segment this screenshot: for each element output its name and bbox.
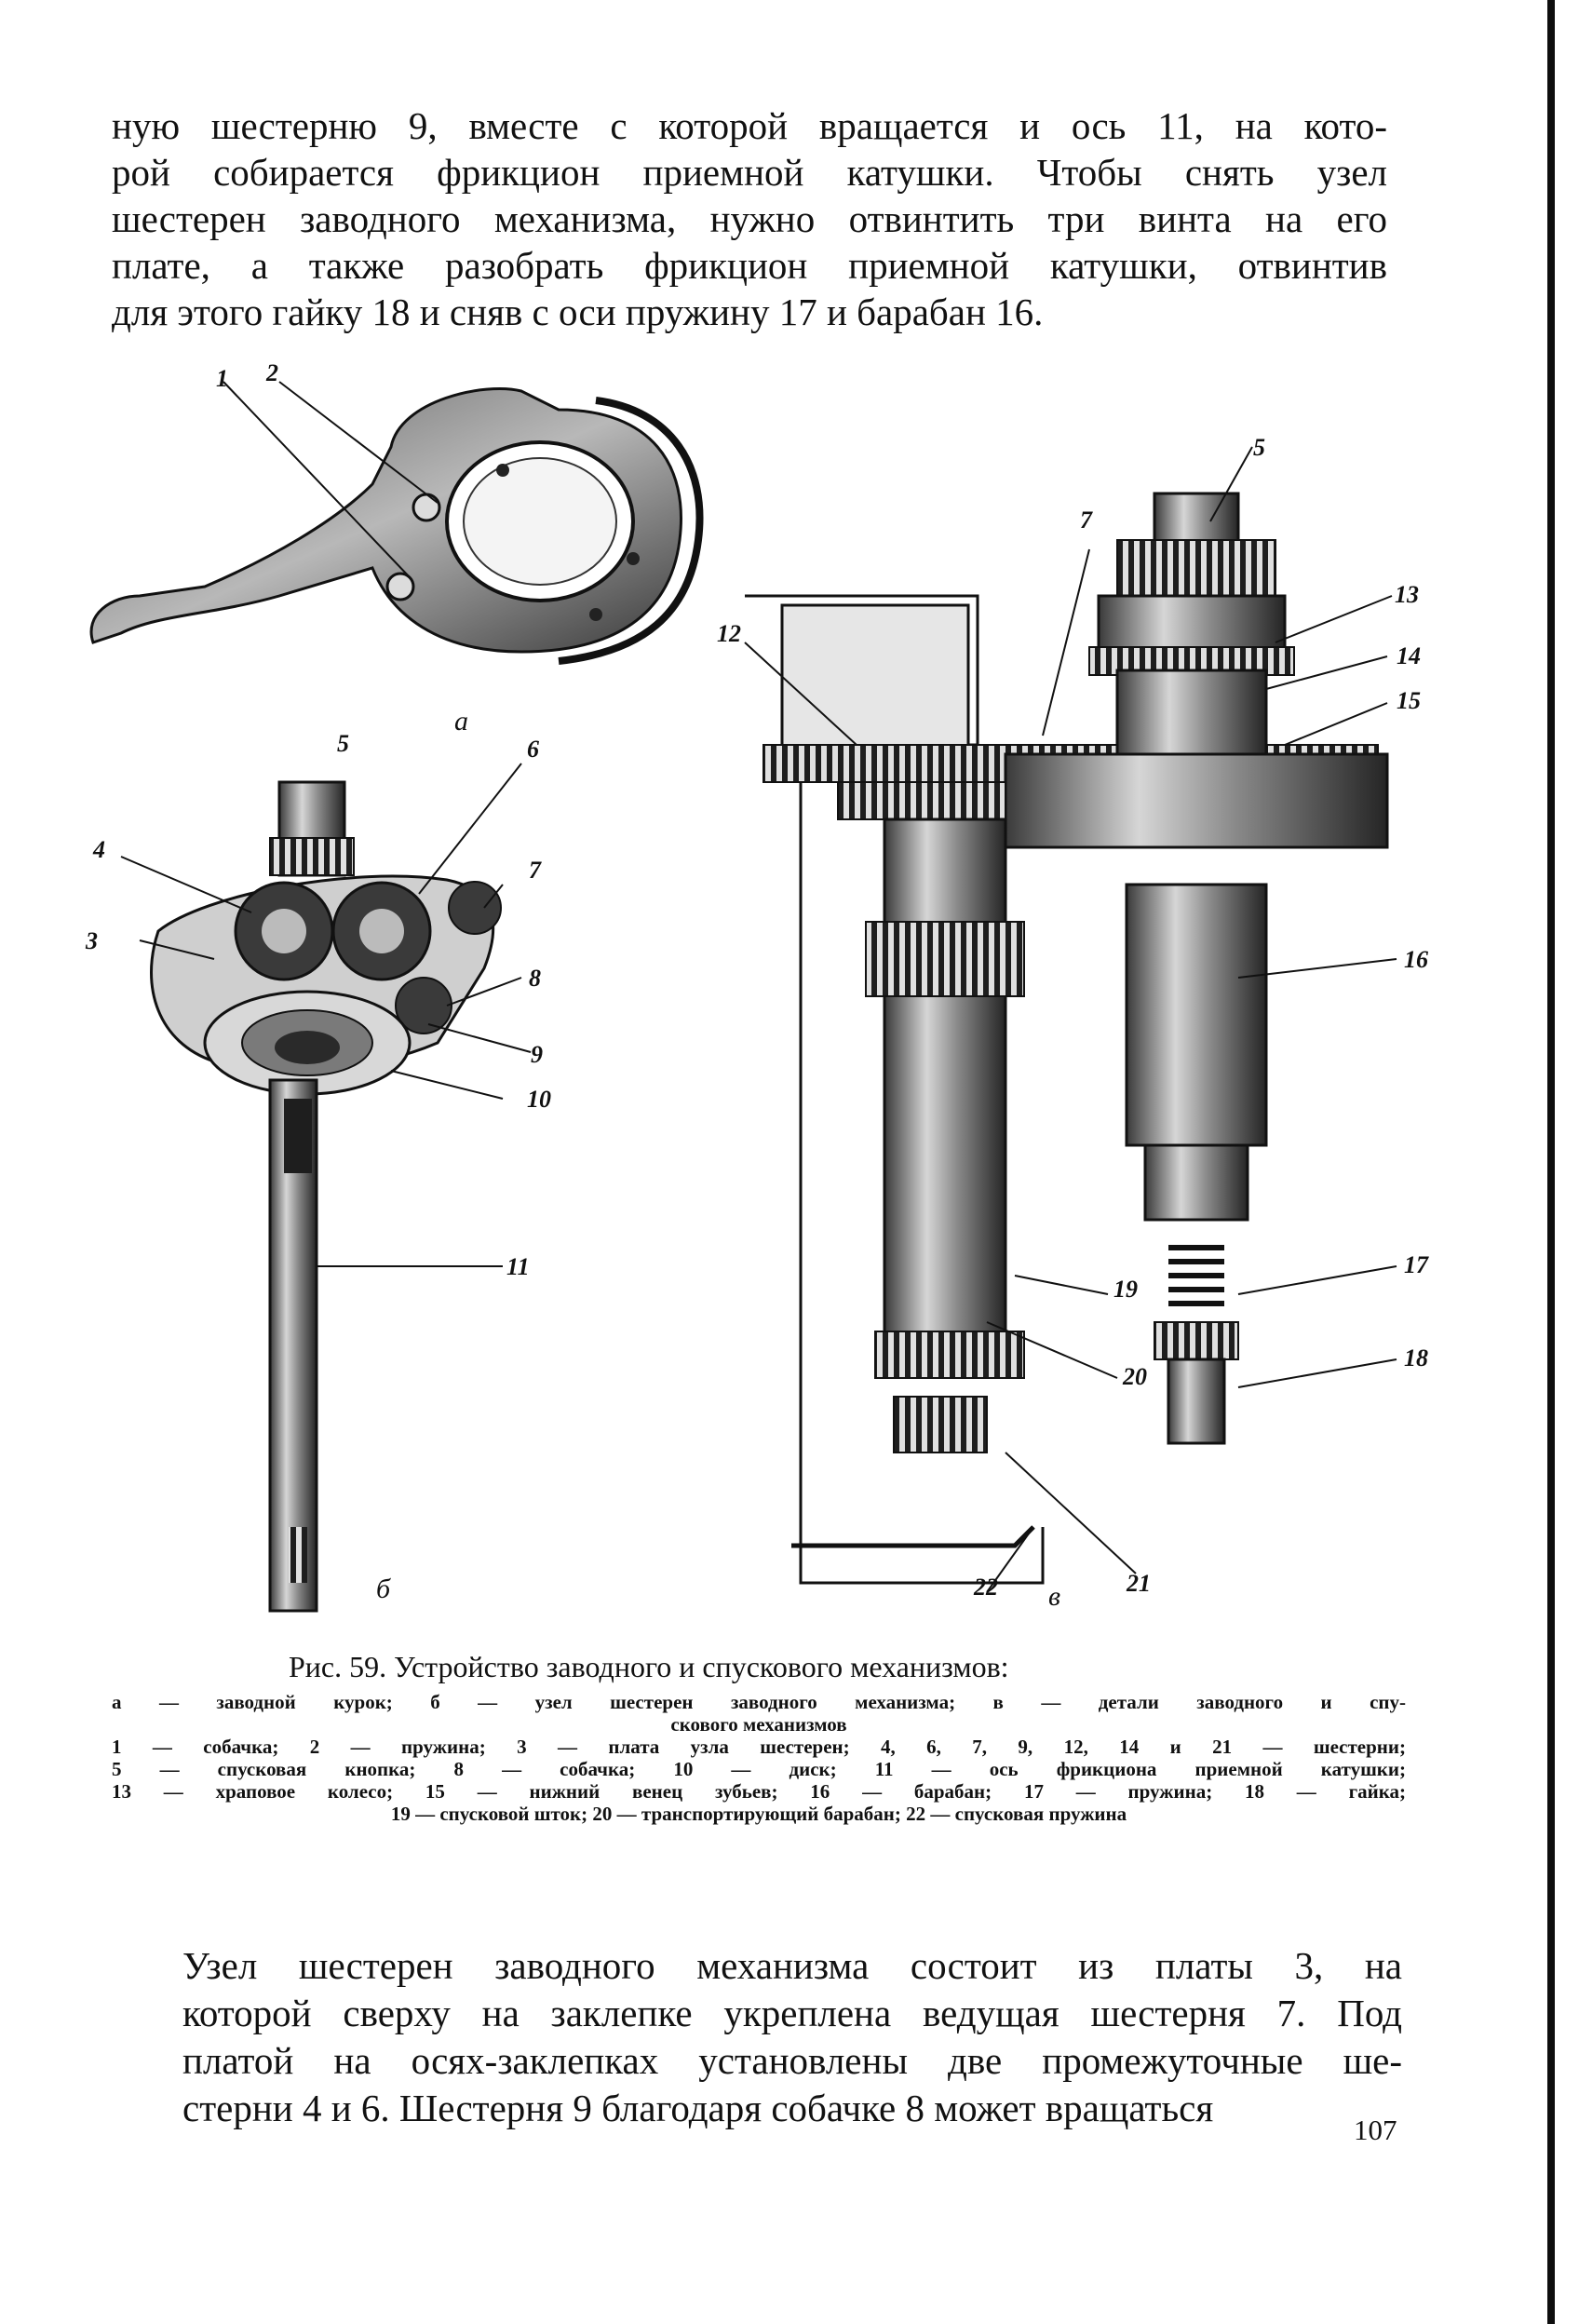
figure-label: 3 [86,927,98,954]
figure-label: 12 [717,620,741,647]
paragraph-top: ную шестерню 9, вместе с которой вращает… [112,102,1387,335]
winding-trigger-drawing [89,381,704,665]
figure-label: 22 [974,1574,998,1601]
figure-label: 19 [1113,1276,1138,1303]
figure-label: 7 [529,857,541,884]
figure-label: 10 [527,1086,551,1113]
text-line: Узел шестерен заводного механизма состои… [182,1944,1402,1987]
paragraph-bottom: Узел шестерен заводного механизма состои… [182,1942,1402,2132]
figure-label: 17 [1404,1251,1428,1278]
release-mechanism-drawing [744,446,1397,1593]
caption-line: 13 — храповое колесо; 15 — нижний венец … [112,1780,1406,1803]
text-line: рой собирается фрикцион приемной катушки… [112,151,1387,194]
figure-label: 9 [531,1041,543,1068]
figure-label: 13 [1395,581,1419,608]
text-line: которой сверху на заклепке укреплена вед… [182,1992,1402,2034]
figure-label: 6 [527,736,539,763]
figure-sublabel-a: а [454,706,468,736]
figure-label: 11 [506,1253,530,1280]
figure-label: 8 [529,965,541,992]
text-line: ную шестерню 9, вместе с которой вращает… [112,104,1387,147]
page-number: 107 [1354,2114,1397,2146]
text-line: плате, а также разобрать фрикцион приемн… [112,244,1387,287]
caption-line: а — заводной курок; б — узел шестерен за… [112,1691,1406,1713]
text-line: платой на осях-заклепках установлены две… [182,2039,1402,2082]
figure-label: 5 [337,730,349,757]
figure-label: 16 [1404,946,1428,973]
figure-label: 15 [1397,687,1421,714]
text-line: для этого гайку 18 и сняв с оси пружину … [112,290,1044,333]
figure-sublabel-v: в [1048,1581,1061,1612]
figure-caption-title: Рис. 59. Устройство заводного и спусково… [289,1650,1009,1683]
gear-assembly-drawing [120,763,532,1613]
figure-label: 1 [216,365,228,392]
figure-label: 4 [93,836,105,863]
caption-line: 19 — спусковой шток; 20 — транспортирующ… [390,1803,1127,1825]
caption-line: 1 — собачка; 2 — пружина; 3 — плата узла… [112,1736,1406,1758]
text-line: шестерен заводного механизма, нужно отви… [112,197,1387,240]
figure-label: 18 [1404,1344,1428,1371]
page-edge-shadow [1547,0,1555,2324]
figure-label: 21 [1127,1570,1151,1597]
figure-caption-legend: а — заводной курок; б — узел шестерен за… [112,1691,1406,1825]
figure-sublabel-b: б [376,1574,391,1604]
figure-label: 5 [1253,434,1265,461]
caption-line: 5 — спусковая кнопка; 8 — собачка; 10 — … [112,1758,1406,1780]
caption-line: скового механизмов [670,1713,847,1736]
figure-label: 7 [1080,507,1092,534]
figure-label: 2 [266,359,278,386]
text-line: стерни 4 и 6. Шестерня 9 благодаря собач… [182,2087,1214,2129]
figure-label: 14 [1397,642,1421,669]
figure-label: 20 [1123,1363,1147,1390]
